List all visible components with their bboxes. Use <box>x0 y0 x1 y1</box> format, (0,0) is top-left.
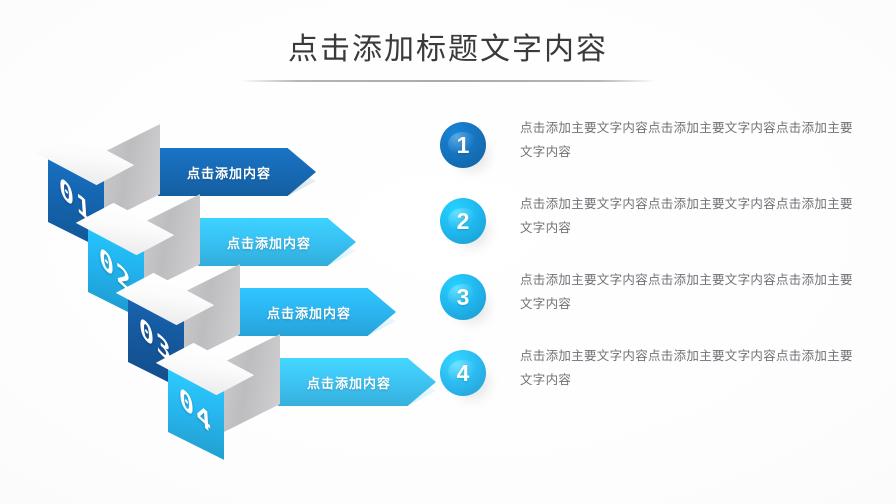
description-list: 1 点击添加主要文字内容点击添加主要文字内容点击添加主要文字内容 2 点击添加主… <box>440 112 860 416</box>
list-number-badge[interactable]: 2 <box>440 198 486 244</box>
list-item-text: 点击添加主要文字内容点击添加主要文字内容点击添加主要文字内容 <box>520 349 853 387</box>
list-number-badge[interactable]: 1 <box>440 122 486 168</box>
step-banner-label: 点击添加内容 <box>266 305 351 321</box>
list-number: 3 <box>456 283 470 310</box>
step-banner-label: 点击添加内容 <box>186 165 271 181</box>
list-item[interactable]: 2 点击添加主要文字内容点击添加主要文字内容点击添加主要文字内容 <box>440 188 860 264</box>
page-title: 点击添加标题文字内容 <box>288 33 608 66</box>
step-item[interactable]: 点击添加内容 03 <box>110 264 530 390</box>
list-item-text: 点击添加主要文字内容点击添加主要文字内容点击添加主要文字内容 <box>520 273 853 311</box>
step-banner[interactable]: 点击添加内容 <box>158 148 316 196</box>
title-divider <box>240 80 656 82</box>
step-banner[interactable]: 点击添加内容 <box>198 218 356 266</box>
step-cube[interactable]: 04 <box>152 334 298 460</box>
step-banner-label: 点击添加内容 <box>226 235 311 251</box>
list-item-text: 点击添加主要文字内容点击添加主要文字内容点击添加主要文字内容 <box>520 121 853 159</box>
list-number-badge[interactable]: 4 <box>440 350 486 396</box>
step-diagram: 点击添加内容 01 点击添加内容 02 <box>30 124 450 460</box>
list-item[interactable]: 1 点击添加主要文字内容点击添加主要文字内容点击添加主要文字内容 <box>440 112 860 188</box>
step-item[interactable]: 点击添加内容 02 <box>70 194 490 320</box>
step-banner[interactable]: 点击添加内容 <box>238 288 396 336</box>
step-item[interactable]: 点击添加内容 01 <box>30 124 450 250</box>
list-item[interactable]: 3 点击添加主要文字内容点击添加主要文字内容点击添加主要文字内容 <box>440 264 860 340</box>
page-title-container: 点击添加标题文字内容 <box>0 30 896 70</box>
step-item[interactable]: 点击添加内容 04 <box>150 334 570 460</box>
list-item[interactable]: 4 点击添加主要文字内容点击添加主要文字内容点击添加主要文字内容 <box>440 340 860 416</box>
list-number-badge[interactable]: 3 <box>440 274 486 320</box>
list-item-text: 点击添加主要文字内容点击添加主要文字内容点击添加主要文字内容 <box>520 197 853 235</box>
list-number: 4 <box>456 359 470 386</box>
step-banner[interactable]: 点击添加内容 <box>278 358 436 406</box>
list-number: 1 <box>456 131 470 158</box>
step-banner-label: 点击添加内容 <box>306 375 391 391</box>
list-number: 2 <box>456 207 470 234</box>
